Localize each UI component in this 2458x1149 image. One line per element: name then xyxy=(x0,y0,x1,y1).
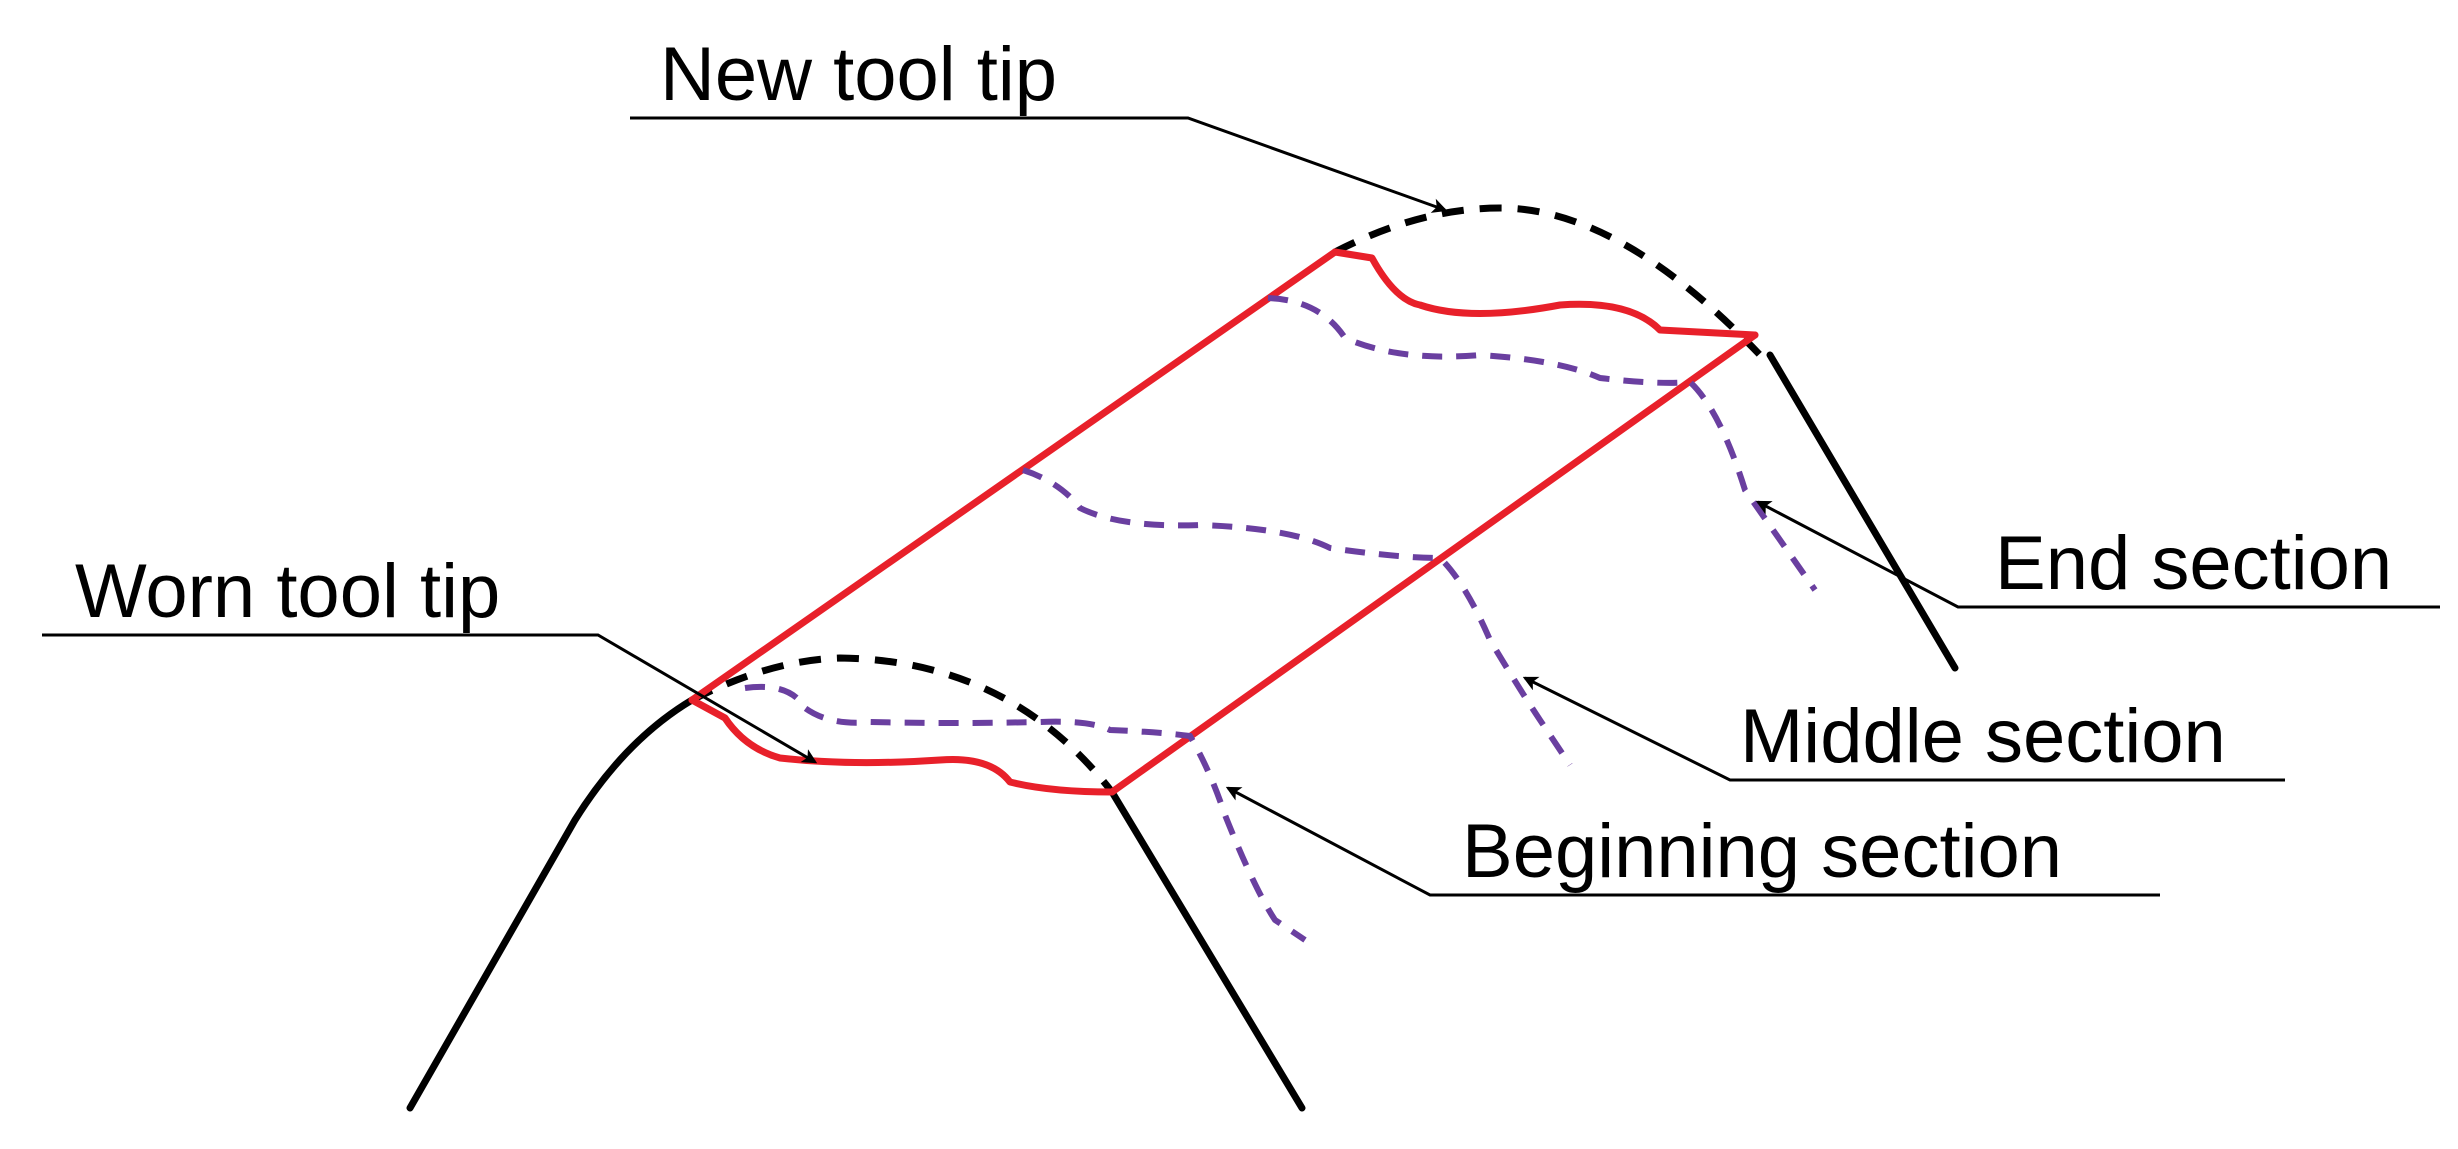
tool-right-flank-front xyxy=(1108,788,1306,1112)
worn-edge-bottom xyxy=(1108,331,1759,796)
end-section-trace xyxy=(1267,295,1818,592)
worn-profile-end xyxy=(1331,248,1759,339)
tool-right-flank-back xyxy=(1766,351,1959,672)
tool-left-flank-front xyxy=(406,696,696,1112)
end-section-leader xyxy=(1755,500,2440,609)
middle-section-trace xyxy=(1022,467,1573,767)
new-tool-tip-label: New tool tip xyxy=(660,32,1057,117)
beginning-section-leader xyxy=(1225,786,2160,897)
new-tool-tip-arc-front xyxy=(690,654,1115,795)
middle-section-label: Middle section xyxy=(1740,694,2226,779)
worn-edge-top xyxy=(688,248,1339,704)
worn-tool-tip-leader xyxy=(42,633,818,764)
beginning-section-trace xyxy=(744,683,1307,943)
beginning-section-label: Beginning section xyxy=(1462,809,2062,894)
new-tool-tip-leader xyxy=(630,116,1448,213)
middle-section-leader xyxy=(1522,676,2285,782)
worn-profile-beginning xyxy=(688,696,1116,796)
worn-tool-tip-label: Worn tool tip xyxy=(75,549,500,634)
end-section-label: End section xyxy=(1995,521,2392,606)
